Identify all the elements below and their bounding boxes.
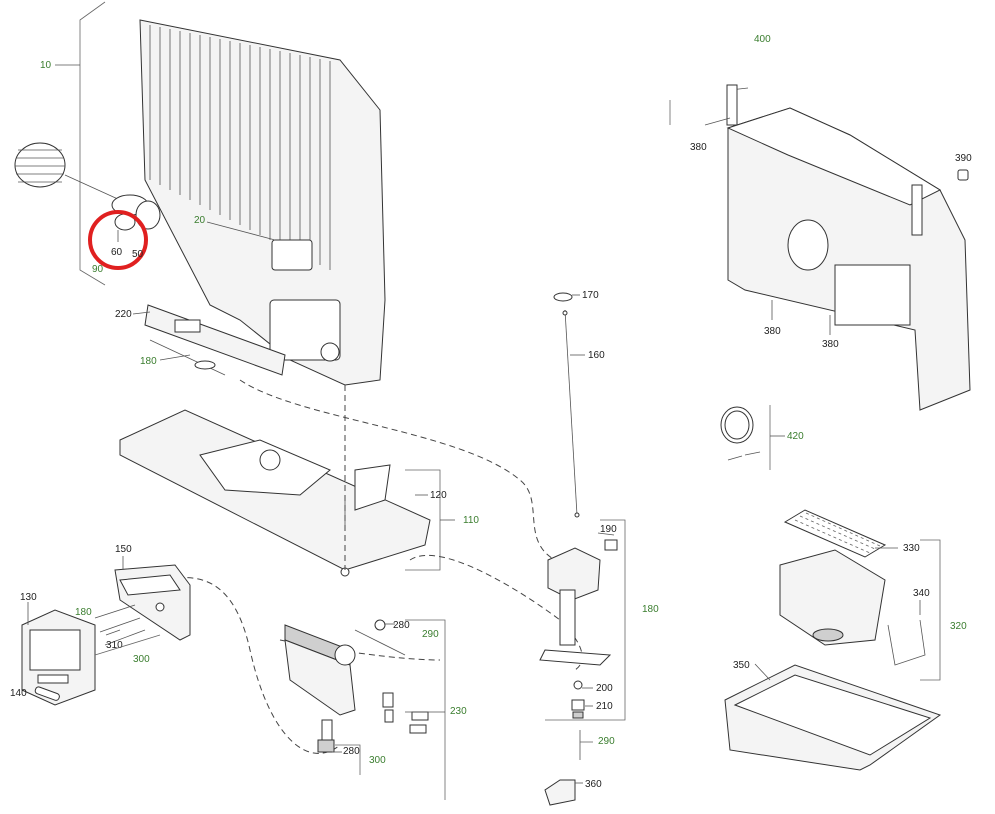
svg-text:10: 10 bbox=[40, 60, 52, 71]
wire-bracket-part[interactable] bbox=[887, 619, 926, 666]
svg-text:190: 190 bbox=[600, 524, 617, 535]
svg-text:420: 420 bbox=[787, 431, 804, 442]
svg-text:140: 140 bbox=[10, 688, 27, 699]
svg-text:160: 160 bbox=[588, 350, 605, 361]
svg-text:180: 180 bbox=[642, 604, 659, 615]
thermocouple-part[interactable] bbox=[317, 719, 335, 753]
svg-text:320: 320 bbox=[950, 621, 967, 632]
svg-text:300: 300 bbox=[369, 755, 386, 766]
callout-10: 10 bbox=[40, 1, 106, 286]
svg-text:310: 310 bbox=[106, 640, 123, 651]
svg-text:350: 350 bbox=[733, 660, 750, 671]
elbow-fitting-part[interactable] bbox=[544, 779, 576, 806]
drip-tray-part[interactable] bbox=[724, 664, 942, 771]
knob-part[interactable] bbox=[34, 686, 60, 701]
svg-text:380: 380 bbox=[764, 326, 781, 337]
fittings-part[interactable] bbox=[382, 692, 429, 734]
svg-text:170: 170 bbox=[582, 290, 599, 301]
burner-rail-part[interactable] bbox=[144, 304, 286, 376]
highlight-circle bbox=[88, 210, 148, 270]
svg-text:380: 380 bbox=[690, 142, 707, 153]
svg-text:150: 150 bbox=[115, 544, 132, 555]
svg-text:60: 60 bbox=[111, 247, 123, 258]
connector-pins-part[interactable] bbox=[94, 604, 146, 646]
collector-box-part[interactable] bbox=[779, 549, 886, 646]
svg-text:90: 90 bbox=[92, 264, 104, 275]
svg-text:180: 180 bbox=[75, 607, 92, 618]
svg-text:230: 230 bbox=[450, 706, 467, 717]
spring-part[interactable] bbox=[14, 142, 121, 201]
svg-text:360: 360 bbox=[585, 779, 602, 790]
svg-text:390: 390 bbox=[955, 153, 972, 164]
svg-text:380: 380 bbox=[822, 339, 839, 350]
svg-text:400: 400 bbox=[754, 34, 771, 45]
svg-text:180: 180 bbox=[140, 356, 157, 367]
svg-text:290: 290 bbox=[598, 736, 615, 747]
heat-exchanger-part[interactable] bbox=[139, 19, 386, 386]
nut-part[interactable] bbox=[571, 699, 585, 719]
svg-text:120: 120 bbox=[430, 490, 447, 501]
gas-valve-part[interactable] bbox=[539, 539, 618, 690]
svg-text:290: 290 bbox=[422, 629, 439, 640]
svg-text:130: 130 bbox=[20, 592, 37, 603]
svg-text:50: 50 bbox=[132, 249, 144, 260]
svg-text:280: 280 bbox=[343, 746, 360, 757]
svg-text:220: 220 bbox=[115, 309, 132, 320]
control-housing-part[interactable] bbox=[114, 564, 191, 641]
o-ring-part[interactable] bbox=[720, 406, 761, 461]
grid-plate-part[interactable] bbox=[783, 509, 887, 558]
svg-text:330: 330 bbox=[903, 543, 920, 554]
burner-assembly-part[interactable] bbox=[284, 619, 406, 716]
outer-casing-part[interactable] bbox=[726, 84, 971, 411]
svg-text:20: 20 bbox=[194, 215, 206, 226]
svg-text:280: 280 bbox=[393, 620, 410, 631]
seal-rings-group[interactable] bbox=[111, 194, 161, 242]
svg-text:340: 340 bbox=[913, 588, 930, 599]
base-tray-part[interactable] bbox=[119, 409, 431, 577]
svg-text:210: 210 bbox=[596, 701, 613, 712]
control-module-part[interactable] bbox=[21, 609, 96, 706]
svg-text:110: 110 bbox=[463, 515, 479, 526]
svg-text:300: 300 bbox=[133, 654, 150, 665]
rod-part[interactable] bbox=[553, 292, 580, 518]
svg-text:200: 200 bbox=[596, 683, 613, 694]
clip-part[interactable] bbox=[957, 169, 969, 181]
